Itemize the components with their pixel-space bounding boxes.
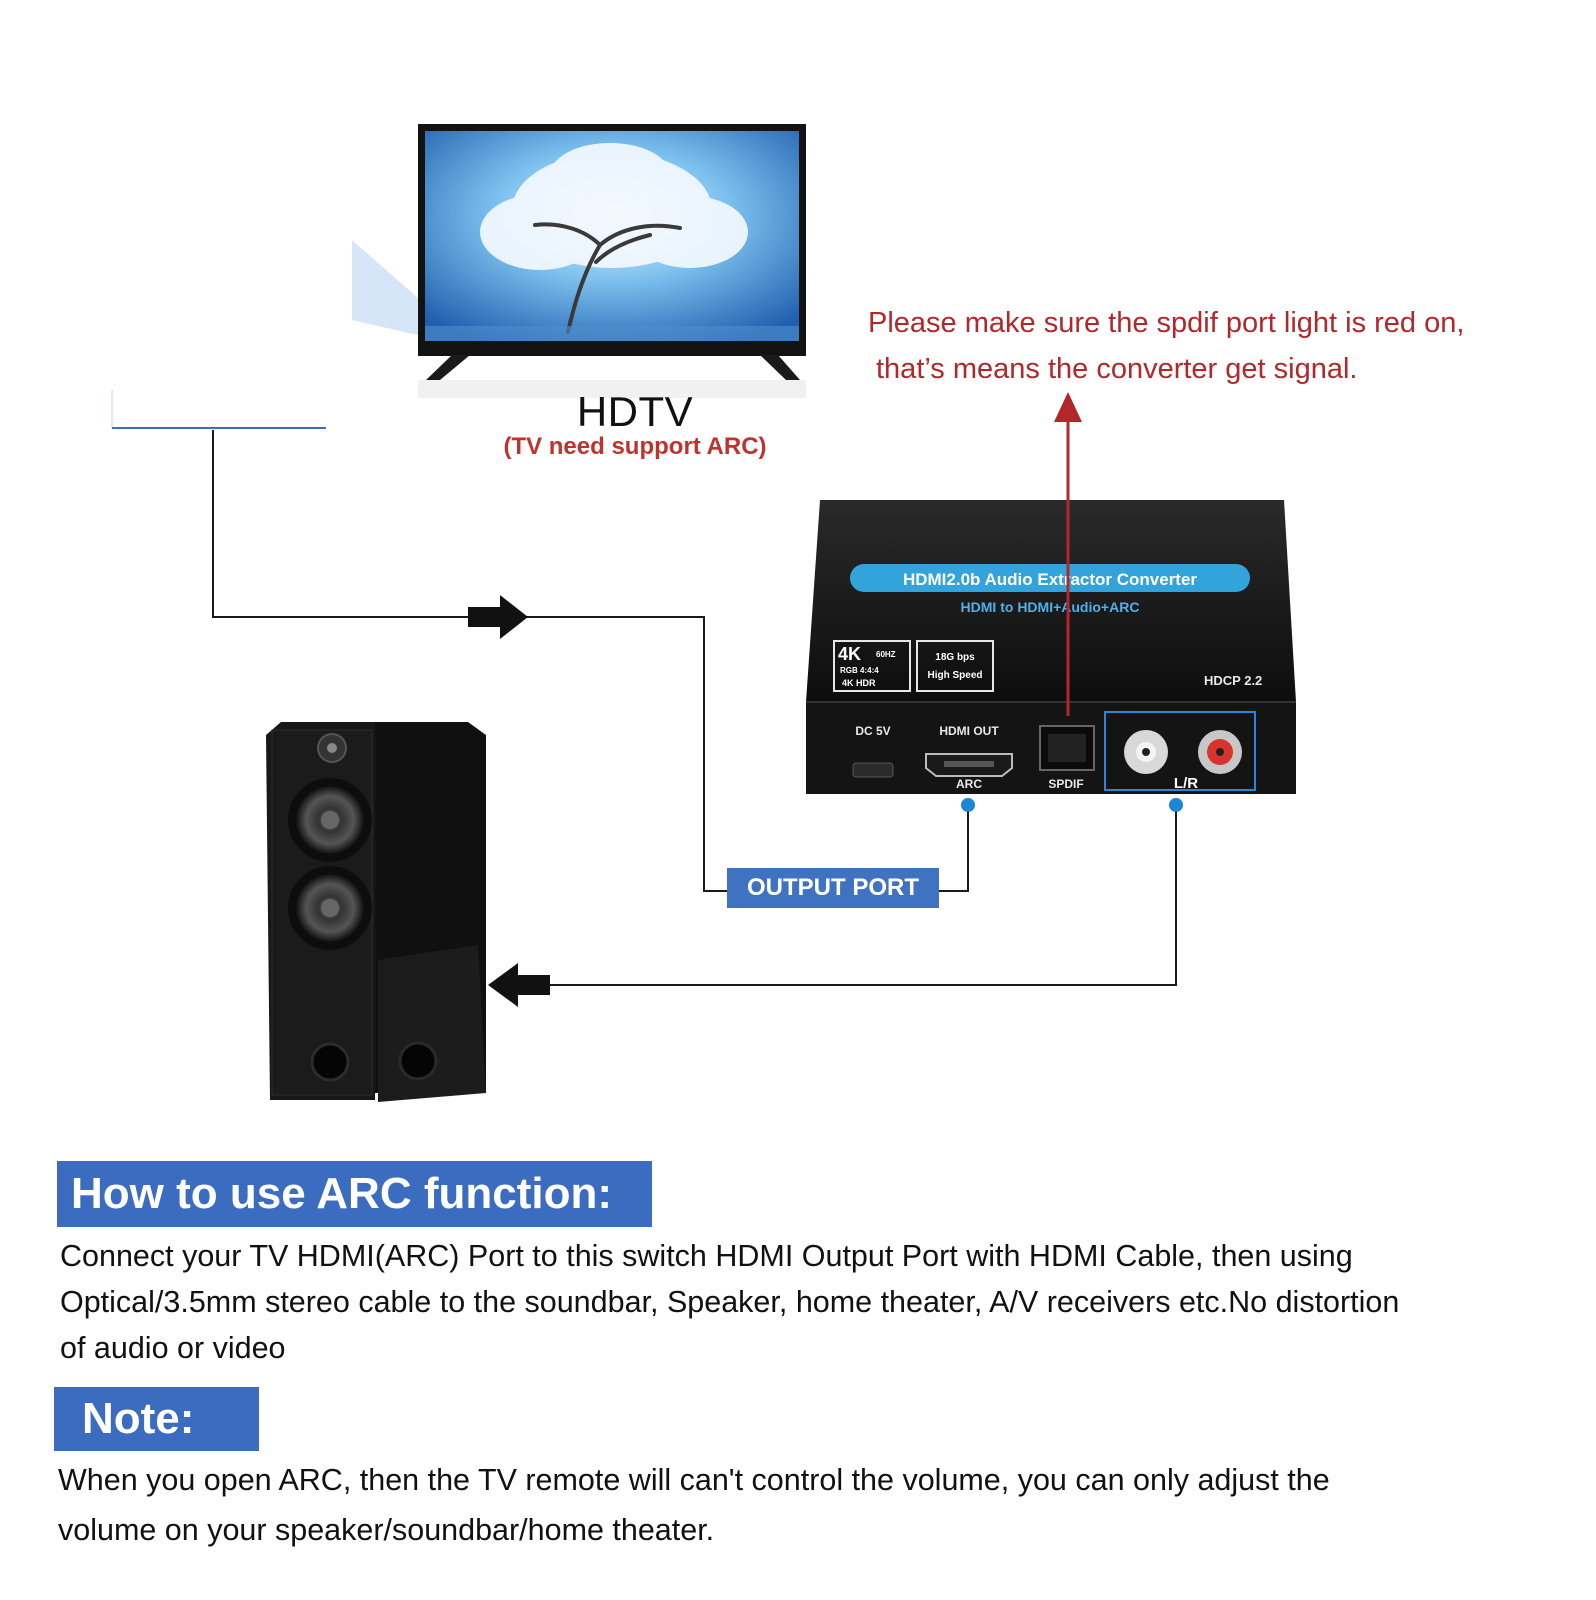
arc-text-line-1: Connect your TV HDMI(ARC) Port to this s… bbox=[60, 1239, 1353, 1273]
badge-speed-label: High Speed bbox=[927, 670, 982, 681]
note-heading: Note: bbox=[54, 1387, 259, 1451]
arrow-right-icon bbox=[468, 595, 528, 639]
arc-text-line-3: of audio or video bbox=[60, 1331, 286, 1365]
tv-to-device-connector bbox=[212, 430, 975, 892]
converter-device-icon: HDMI2.0b Audio Extractor Converter HDMI … bbox=[806, 500, 1296, 794]
port-arc-label: ARC bbox=[956, 777, 982, 791]
port-hdmi-out-label: HDMI OUT bbox=[939, 724, 999, 738]
decor-line bbox=[111, 390, 326, 429]
device-subtitle: HDMI to HDMI+Audio+ARC bbox=[961, 599, 1140, 615]
arrow-left-icon bbox=[488, 963, 550, 1007]
tv-requirement-label: (TV need support ARC) bbox=[503, 433, 767, 460]
badge-hdr: 4K HDR bbox=[842, 678, 876, 688]
note-text-line-2: volume on your speaker/soundbar/home the… bbox=[58, 1513, 715, 1547]
arc-text-line-2: Optical/3.5mm stereo cable to the soundb… bbox=[60, 1285, 1400, 1319]
tv-label: HDTV bbox=[576, 388, 694, 435]
speaker-icon bbox=[266, 722, 486, 1102]
port-dc-label: DC 5V bbox=[855, 724, 890, 738]
output-port-label: OUTPUT PORT bbox=[727, 868, 939, 908]
port-lr-label: L/R bbox=[1174, 775, 1198, 792]
device-to-speaker-connector bbox=[550, 798, 1183, 986]
arrow-up-icon bbox=[1054, 392, 1082, 716]
spdif-notice-line-2: that’s means the converter get signal. bbox=[876, 353, 1358, 385]
port-spdif-label: SPDIF bbox=[1048, 777, 1083, 791]
device-title: HDMI2.0b Audio Extractor Converter bbox=[903, 570, 1197, 589]
badge-hz: 60HZ bbox=[876, 650, 896, 659]
spdif-notice: Please make sure the spdif port light is… bbox=[868, 300, 1568, 392]
badge-4k: 4K bbox=[838, 644, 861, 664]
note-text-line-1: When you open ARC, then the TV remote wi… bbox=[58, 1463, 1330, 1497]
note-text: When you open ARC, then the TV remote wi… bbox=[58, 1455, 1330, 1555]
badge-rgb: RGB 4:4:4 bbox=[840, 666, 879, 675]
badge-speed-rate: 18G bps bbox=[935, 652, 975, 663]
arc-section-text: Connect your TV HDMI(ARC) Port to this s… bbox=[60, 1233, 1399, 1371]
arc-section-heading: How to use ARC function: bbox=[57, 1161, 652, 1227]
tv-icon bbox=[352, 124, 806, 398]
spdif-notice-line-1: Please make sure the spdif port light is… bbox=[868, 307, 1465, 339]
hdcp-label: HDCP 2.2 bbox=[1204, 673, 1262, 688]
